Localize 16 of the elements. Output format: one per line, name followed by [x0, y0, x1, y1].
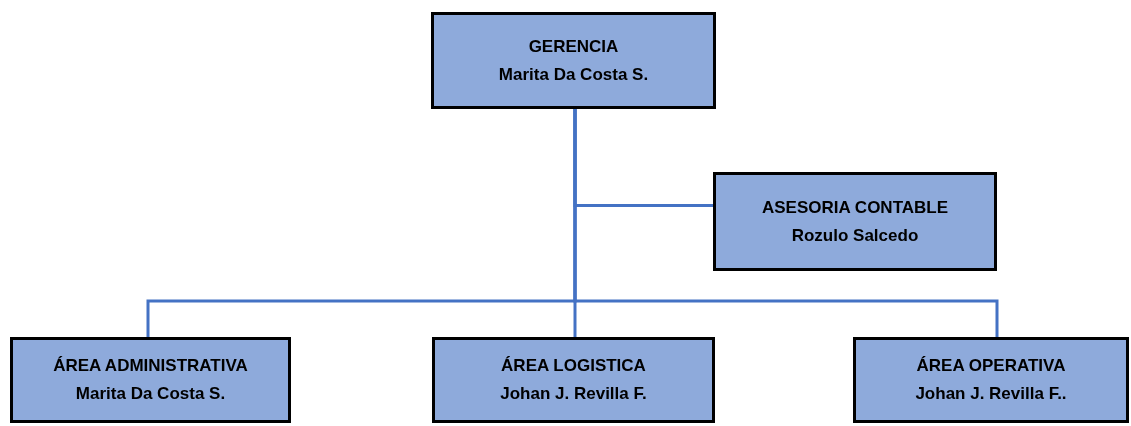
unit-title: ÁREA ADMINISTRATIVA [53, 356, 248, 376]
person-name: Marita Da Costa S. [498, 64, 649, 85]
org-box [713, 172, 997, 271]
org-box [10, 337, 291, 423]
org-box [431, 12, 716, 109]
unit-title: ÁREA LOGISTICA [501, 356, 646, 376]
person-name: Rozulo Salcedo [791, 225, 919, 246]
unit-title: ASESORIA CONTABLE [761, 197, 949, 218]
unit-title: ÁREA OPERATIVA [916, 356, 1066, 376]
person-name: Johan J. Revilla F. [500, 384, 647, 404]
person-name: Marita Da Costa S. [75, 384, 226, 404]
unit-title: GERENCIA [528, 36, 619, 57]
connector-line [573, 109, 999, 337]
org-box [853, 337, 1129, 423]
person-name: Johan J. Revilla F.. [915, 384, 1067, 404]
org-box [432, 337, 715, 423]
